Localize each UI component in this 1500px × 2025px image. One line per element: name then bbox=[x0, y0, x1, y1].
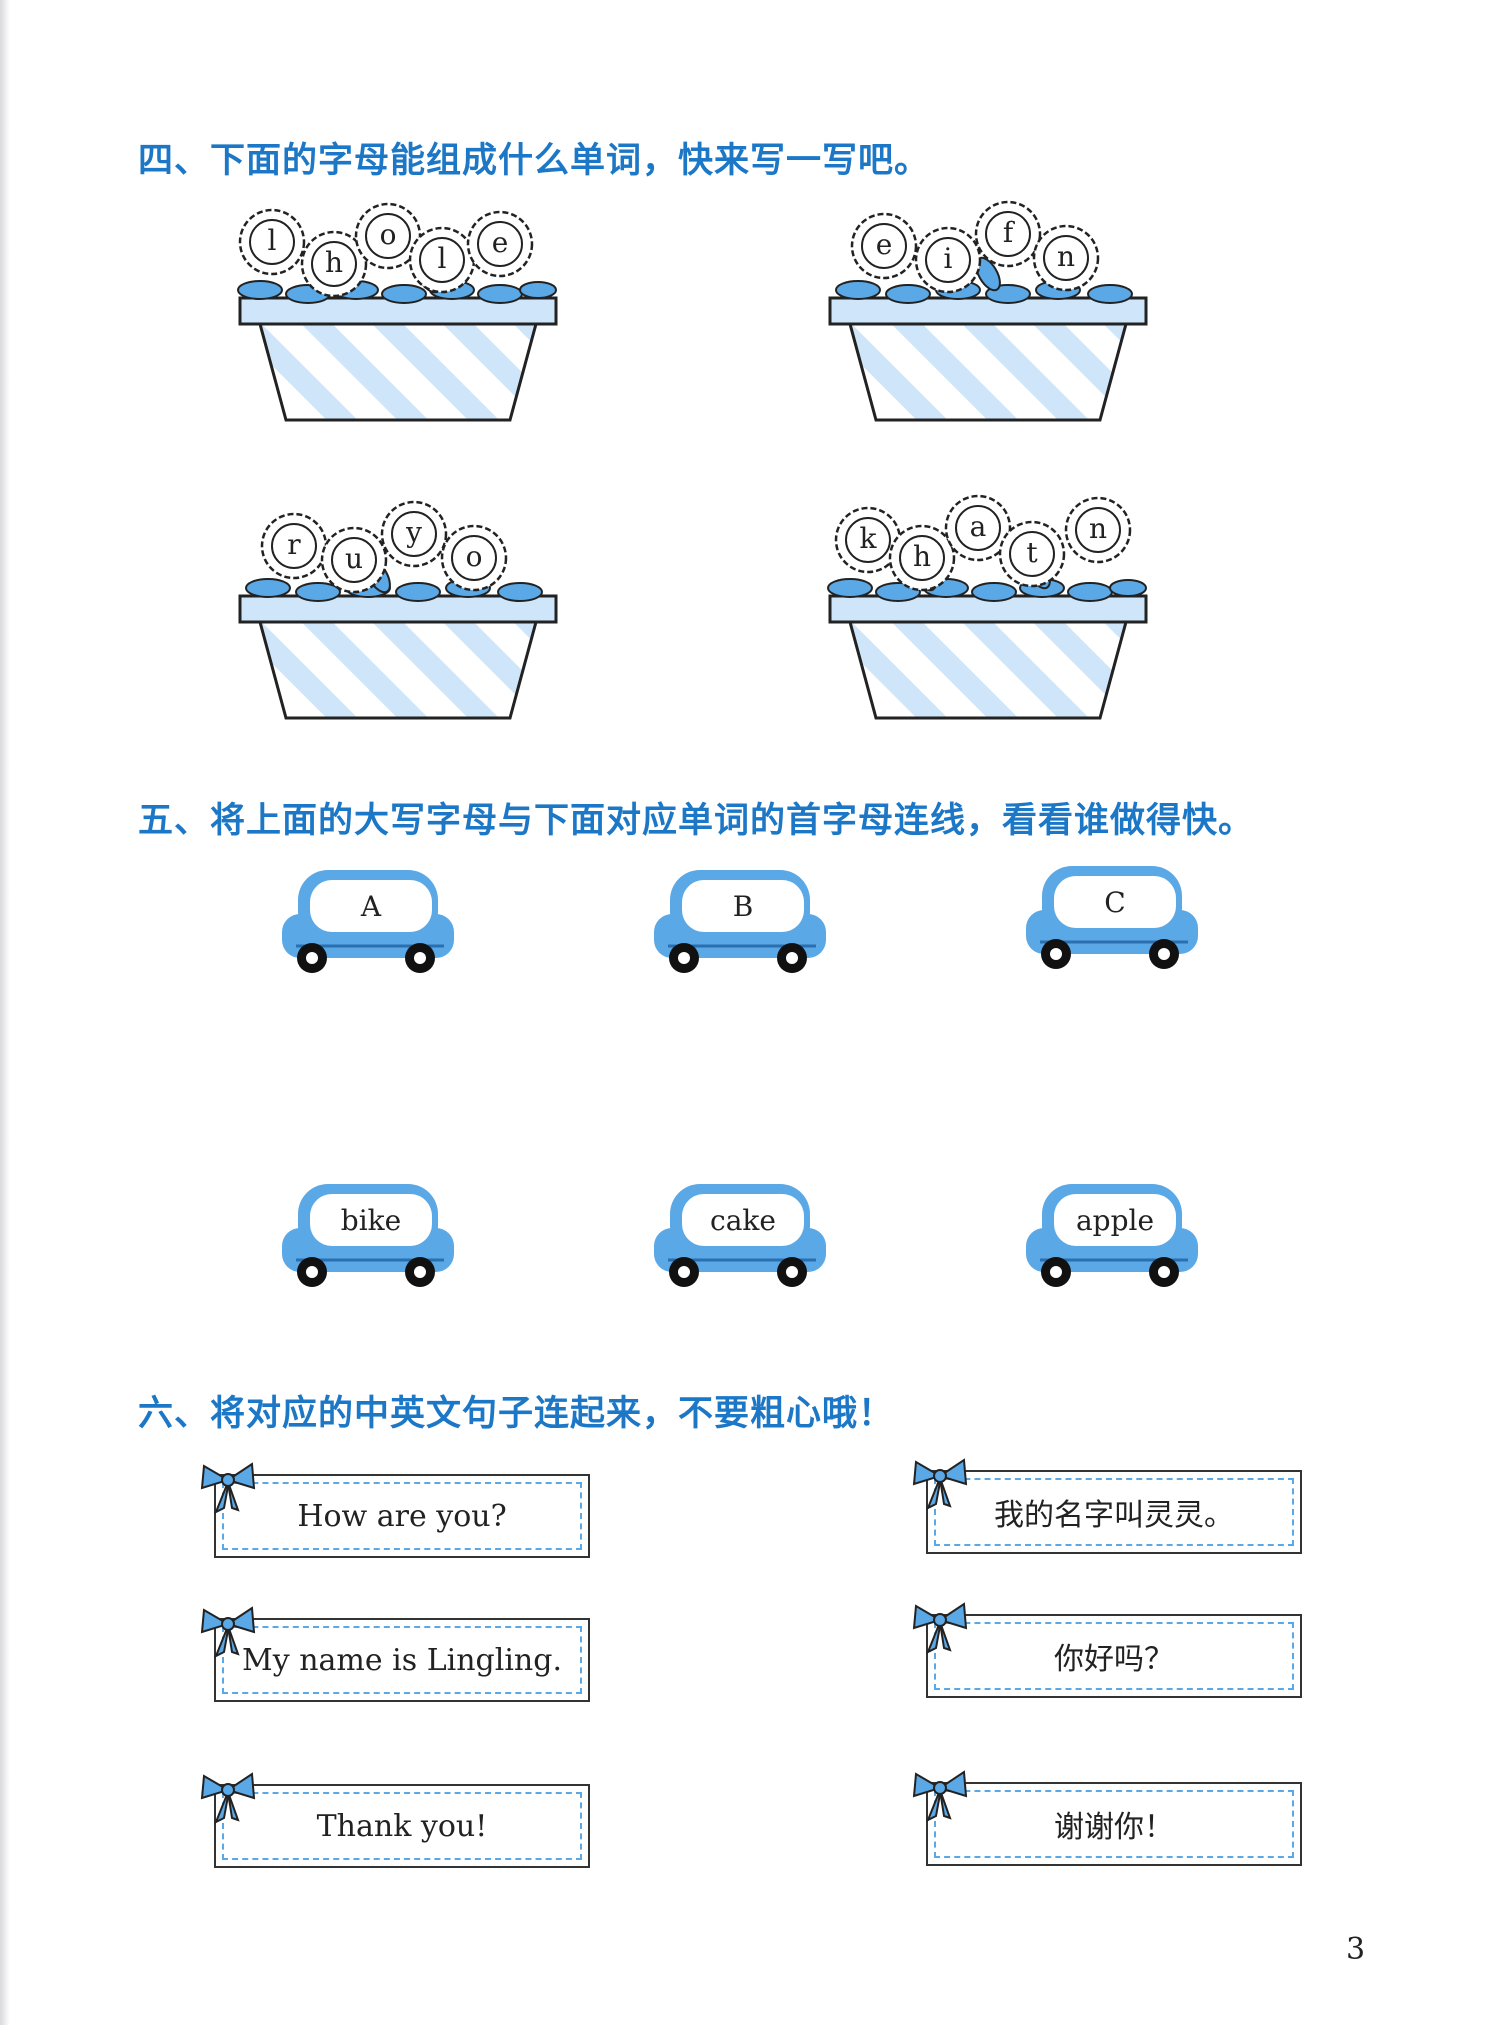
card-text: How are you? bbox=[297, 1498, 507, 1534]
card-dashed-border bbox=[222, 1482, 582, 1550]
flower-letter: n bbox=[1056, 240, 1076, 273]
pot-graphic bbox=[827, 494, 1148, 720]
pot-graphic bbox=[238, 500, 558, 720]
car-label: apple bbox=[1075, 1204, 1155, 1237]
section6-heading: 六、将对应的中英文句子连起来，不要粗心哦！ bbox=[138, 1394, 895, 1434]
car-label: cake bbox=[710, 1204, 776, 1237]
flower-pot-4: k h a t n bbox=[827, 488, 1148, 728]
flower-letter: u bbox=[344, 542, 364, 575]
pot-graphic bbox=[828, 200, 1148, 422]
card-text: 谢谢你！ bbox=[1054, 1810, 1174, 1845]
card-text: 你好吗？ bbox=[1054, 1642, 1174, 1677]
flower-letter: e bbox=[491, 226, 509, 259]
car-label: C bbox=[1104, 886, 1126, 919]
sentence-card-zh-2[interactable]: 你好吗？ bbox=[912, 1602, 1306, 1698]
sentence-card-en-2[interactable]: My name is Lingling. bbox=[200, 1606, 594, 1702]
car-graphic bbox=[282, 1184, 454, 1287]
card-text: My name is Lingling. bbox=[242, 1642, 562, 1678]
car-graphic bbox=[654, 1184, 826, 1287]
car-bottom-apple[interactable]: apple bbox=[1020, 1180, 1210, 1300]
car-bottom-bike[interactable]: bike bbox=[276, 1180, 466, 1300]
bow-icon bbox=[200, 1606, 256, 1658]
car-top-b[interactable]: B bbox=[648, 866, 838, 986]
pot-graphic bbox=[237, 202, 558, 422]
card-text: 我的名字叫灵灵。 bbox=[994, 1498, 1234, 1533]
card-frame: My name is Lingling. bbox=[214, 1618, 590, 1702]
flower-letter: k bbox=[859, 522, 877, 555]
flower-letter: h bbox=[912, 540, 932, 573]
flower-letter: l bbox=[437, 242, 447, 275]
car-graphic bbox=[1026, 866, 1198, 969]
flower-letter: o bbox=[465, 540, 483, 573]
card-frame: 我的名字叫灵灵。 bbox=[926, 1470, 1302, 1554]
flower-letter: r bbox=[287, 528, 301, 561]
bow-icon bbox=[200, 1772, 256, 1824]
card-dashed-border bbox=[934, 1478, 1294, 1546]
bow-icon bbox=[912, 1602, 968, 1654]
flower-letter: a bbox=[969, 510, 987, 543]
flower-pot-3: r u y o bbox=[238, 488, 558, 728]
sentence-card-en-3[interactable]: Thank you! bbox=[200, 1772, 594, 1868]
flower-letter: n bbox=[1088, 512, 1108, 545]
card-dashed-border bbox=[934, 1622, 1294, 1690]
section5-heading: 五、将上面的大写字母与下面对应单词的首字母连线，看看谁做得快。 bbox=[138, 801, 1255, 841]
flower-pot-2: e i f n bbox=[828, 190, 1148, 430]
flower-letter: f bbox=[1002, 216, 1014, 249]
flower-letter: t bbox=[1026, 536, 1038, 569]
car-graphic bbox=[1026, 1184, 1198, 1287]
car-graphic bbox=[282, 870, 454, 973]
card-text: Thank you! bbox=[316, 1808, 488, 1844]
sentence-card-zh-3[interactable]: 谢谢你！ bbox=[912, 1770, 1306, 1866]
bow-icon bbox=[912, 1458, 968, 1510]
flower-letter: e bbox=[875, 228, 893, 261]
card-dashed-border bbox=[934, 1790, 1294, 1858]
page-number: 3 bbox=[1346, 1932, 1366, 1967]
section4-heading: 四、下面的字母能组成什么单词，快来写一写吧。 bbox=[138, 141, 931, 181]
card-frame: Thank you! bbox=[214, 1784, 590, 1868]
flower-letter: o bbox=[379, 218, 397, 251]
card-dashed-border bbox=[222, 1626, 582, 1694]
card-frame: How are you? bbox=[214, 1474, 590, 1558]
card-dashed-border bbox=[222, 1792, 582, 1860]
card-frame: 谢谢你！ bbox=[926, 1782, 1302, 1866]
flower-letter: h bbox=[324, 246, 344, 279]
car-top-c[interactable]: C bbox=[1020, 862, 1210, 982]
sentence-card-en-1[interactable]: How are you? bbox=[200, 1462, 594, 1558]
flower-pot-1: l h o l e bbox=[237, 190, 558, 430]
page-edge bbox=[0, 0, 10, 2025]
flower-letter: y bbox=[406, 516, 422, 549]
car-label: A bbox=[360, 890, 382, 923]
car-label: bike bbox=[340, 1204, 402, 1237]
bow-icon bbox=[912, 1770, 968, 1822]
bow-icon bbox=[200, 1462, 256, 1514]
car-top-a[interactable]: A bbox=[276, 866, 466, 986]
flower-letter: l bbox=[267, 224, 277, 257]
car-label: B bbox=[732, 890, 754, 923]
car-graphic bbox=[654, 870, 826, 973]
flower-letter: i bbox=[943, 242, 953, 275]
card-frame: 你好吗？ bbox=[926, 1614, 1302, 1698]
sentence-card-zh-1[interactable]: 我的名字叫灵灵。 bbox=[912, 1458, 1306, 1554]
car-bottom-cake[interactable]: cake bbox=[648, 1180, 838, 1300]
